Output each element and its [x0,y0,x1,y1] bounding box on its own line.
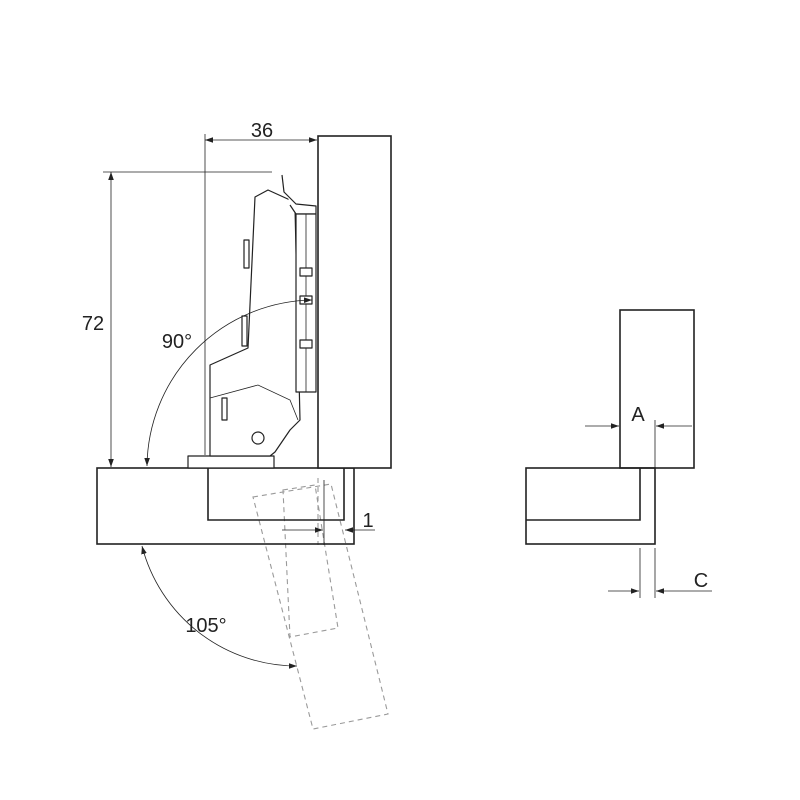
offset-label: C [694,570,708,592]
adjust-screw [251,431,265,445]
dim-offset: C [608,548,712,598]
dim-gap: 1 [282,480,375,545]
angle-open-label: 105° [185,615,226,637]
detail-view: A C [525,309,712,598]
detail-door [619,309,695,469]
hinge-body [187,174,317,469]
mounting-plate [187,455,275,469]
main-view: 36 72 1 90° 105° [82,120,392,730]
angle-105: 105° [141,545,298,669]
angle-90: 90° [144,297,313,467]
width-label: 36 [251,120,273,142]
detail-cabinet [525,467,656,545]
angle-closed-label: 90° [162,331,192,353]
dim-overlay: A [585,404,692,468]
gap-label: 1 [362,510,373,532]
dim-height: 72 [82,171,272,467]
height-label: 72 [82,313,104,335]
overlay-label: A [631,404,645,426]
door-panel [317,135,392,469]
cabinet-panel [96,467,355,545]
